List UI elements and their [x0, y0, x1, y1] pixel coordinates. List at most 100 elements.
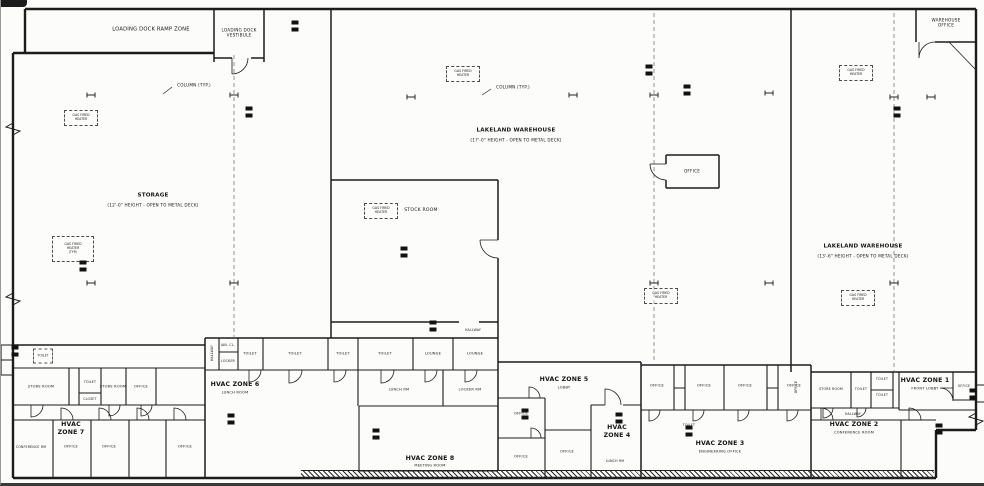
corner-diagonal	[948, 41, 977, 71]
diffuser-marker-icon	[11, 345, 19, 357]
label-hvac-zone-5: HVAC ZONE 5	[539, 375, 589, 383]
label-office: OFFICE	[737, 383, 753, 388]
column-marker-icon	[889, 94, 899, 100]
label-loading-dock-ramp-zone: LOADING DOCK RAMP ZONE	[112, 26, 190, 33]
label-hallway: HALLWAY	[844, 411, 862, 416]
label-toilet: TOILET	[875, 392, 889, 397]
diffuser-marker-icon	[685, 425, 693, 437]
diffuser-marker-icon	[245, 106, 253, 118]
diffuser-marker-icon	[227, 413, 235, 425]
label-store-room: STORE ROOM	[27, 384, 55, 389]
wall-break-icon	[4, 292, 22, 306]
label-warehouse-17-subtitle: (17'-0" HEIGHT - OPEN TO METAL DECK)	[470, 137, 562, 143]
diffuser-marker-icon	[400, 246, 408, 258]
label-toilet-box: TOILET	[33, 348, 53, 364]
label-office: OFFICE	[957, 383, 971, 388]
column-marker-icon	[229, 280, 239, 286]
label-zone-6-room: LUNCH ROOM	[221, 390, 249, 395]
label-closet: CLOSET	[83, 396, 97, 401]
label-toilet: TOILET	[336, 351, 350, 356]
label-office: OFFICE	[133, 384, 149, 389]
diffuser-marker-icon	[893, 106, 901, 118]
label-store-room: STORE ROOM	[99, 384, 127, 389]
diffuser-marker-icon	[372, 428, 380, 440]
label-hvac-zone-7: HVAC ZONE 7	[57, 420, 85, 436]
label-warehouse-office: WAREHOUSE OFFICE	[931, 17, 961, 28]
column-marker-icon	[568, 92, 578, 98]
label-office: OFFICE	[559, 449, 575, 454]
label-zone-5-room: LOBBY	[557, 385, 571, 390]
column-marker-icon	[889, 280, 899, 286]
column-marker-icon	[86, 92, 96, 98]
label-locker-rm: LOCKER RM	[458, 387, 482, 392]
scan-artifact	[1, 0, 27, 7]
label-lunch-rm: LUNCH RM	[388, 387, 410, 392]
wall-break-icon	[967, 412, 984, 426]
label-hallway: HALLWAY	[464, 327, 482, 332]
label-locker: LOCKER	[221, 358, 235, 363]
major-partitions	[13, 9, 976, 478]
label-toilet: TOILET	[854, 386, 868, 391]
gas-fired-heater-unit: GAS FIRED HEATER	[64, 110, 98, 126]
label-storage-title: STORAGE	[137, 192, 169, 199]
label-office: OFFICE	[696, 383, 712, 388]
diffuser-marker-icon	[615, 412, 623, 424]
label-column-typ: COLUMN (TYP.)	[496, 84, 530, 90]
label-zone-2-room: CONFERENCE ROOM	[834, 430, 874, 435]
label-toilet: TOILET	[875, 376, 889, 381]
label-lounge: LOUNGE	[466, 351, 484, 356]
diffuser-marker-icon	[291, 20, 299, 32]
label-warehouse-office-room: OFFICE	[683, 168, 701, 174]
column-marker-icon	[764, 280, 774, 286]
gas-fired-heater-unit: GAS FIRED HEATER	[644, 288, 678, 304]
label-store-room: STORE ROOM	[819, 386, 843, 391]
label-office: OFFICE	[101, 444, 117, 449]
door-arcs	[30, 41, 954, 439]
leader-lines	[162, 86, 492, 96]
label-toilet: TOILET	[682, 422, 696, 427]
gas-fired-heater-unit: GAS FIRED HEATER (TYP.)	[52, 236, 94, 262]
interior-partitions	[1, 338, 984, 478]
label-hallway: HALLWAY	[209, 344, 214, 362]
diffuser-marker-icon	[521, 408, 529, 420]
label-office: OFFICE	[649, 383, 665, 388]
label-toilet: TOILET	[243, 351, 257, 356]
label-warehouse-17-title: LAKELAND WAREHOUSE	[476, 127, 556, 134]
column-marker-icon	[649, 92, 659, 98]
label-office: OFFICE	[177, 444, 193, 449]
label-office: OFFICE	[513, 411, 529, 416]
wall-break-icon	[4, 122, 22, 136]
label-zone-3-room: ENGINEERING OFFICE	[698, 449, 742, 454]
label-storage-subtitle: (12'-0" HEIGHT - OPEN TO METAL DECK)	[107, 202, 199, 208]
column-marker-icon	[229, 92, 239, 98]
diffuser-marker-icon	[645, 64, 653, 76]
label-stock-room: STOCK ROOM	[404, 208, 438, 214]
column-marker-icon	[649, 280, 659, 286]
label-zone-1-room: FRONT LOBBY	[911, 386, 939, 391]
label-hvac-zone-6: HVAC ZONE 6	[210, 380, 260, 388]
label-office: OFFICE	[793, 380, 798, 394]
column-marker-icon	[406, 94, 416, 100]
column-grid-lines	[233, 13, 895, 372]
column-marker-icon	[764, 90, 774, 96]
label-hvac-zone-8: HVAC ZONE 8	[405, 454, 455, 462]
label-office: OFFICE	[63, 444, 79, 449]
diffuser-marker-icon	[935, 423, 943, 435]
label-hvac-zone-2: HVAC ZONE 2	[829, 420, 879, 428]
label-toilet: TOILET	[288, 351, 302, 356]
diffuser-marker-icon	[429, 320, 437, 332]
label-toilet: TOILET	[83, 379, 97, 384]
column-marker-icon	[86, 280, 96, 286]
label-warehouse-13-title: LAKELAND WAREHOUSE	[823, 243, 903, 250]
label-toilet: TOILET	[378, 351, 392, 356]
label-lounge: LOUNGE	[424, 351, 442, 356]
hatched-wall	[301, 470, 934, 479]
label-hvac-zone-3: HVAC ZONE 3	[695, 439, 745, 447]
label-lunch-rm: LUNCH RM	[605, 458, 625, 463]
label-jan-cl: JAN. CL.	[220, 342, 236, 347]
gas-fired-heater-unit: GAS FIRED HEATER	[446, 66, 480, 82]
diffuser-marker-icon	[683, 84, 691, 96]
label-conference-rm: CONFERENCE RM	[15, 444, 47, 449]
